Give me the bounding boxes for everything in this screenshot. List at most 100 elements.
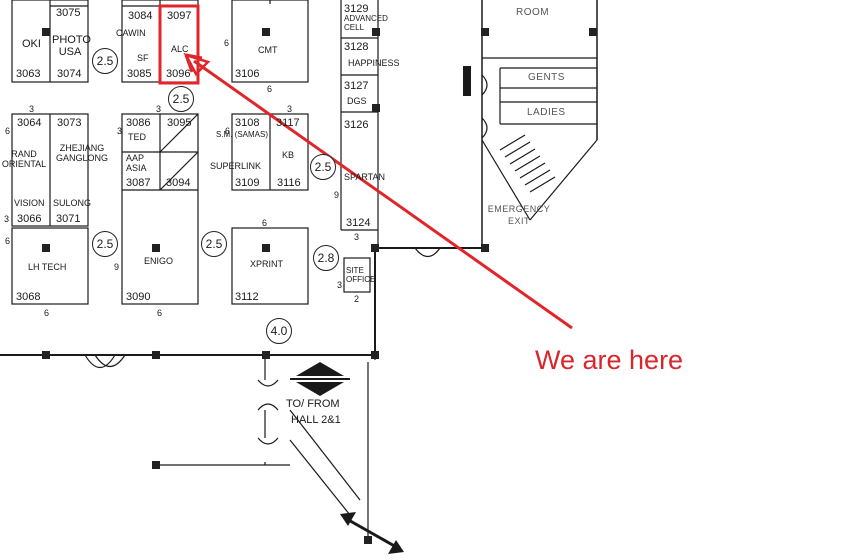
booth-number: 3127 <box>344 80 369 92</box>
pillar <box>372 28 380 36</box>
pillar <box>262 244 270 252</box>
room-label: ROOM <box>516 7 550 18</box>
booth-name: VISION <box>14 198 45 208</box>
aisle-width-marker: 2.5 <box>92 48 118 74</box>
pillar <box>372 104 380 112</box>
pillar <box>371 244 379 252</box>
booth-name: SF <box>137 53 149 63</box>
entrance-arrow-down <box>296 382 344 396</box>
booth-number: 3117 <box>276 117 300 129</box>
booth-block-3068 <box>11 227 89 305</box>
aisle-width-marker: 2.5 <box>92 231 118 257</box>
booth-number: 3116 <box>277 177 301 189</box>
booth-number: 3066 <box>17 213 42 225</box>
booth-name: RAND ORIENTAL <box>1 149 47 169</box>
booth-number: 3095 <box>167 117 192 129</box>
booth-number: 3074 <box>57 68 82 80</box>
aisle-width-marker: 4.0 <box>266 318 292 344</box>
aisle-width-marker: 2.5 <box>201 231 227 257</box>
aisle-width-marker: 2.5 <box>310 154 336 180</box>
booth-number: 3084 <box>128 10 153 22</box>
pillar <box>152 244 160 252</box>
booth-number: 3129 <box>344 3 369 15</box>
dimension-label: 9 <box>334 190 340 200</box>
dimension-label: 3 <box>156 104 162 114</box>
pillar <box>42 28 50 36</box>
booth-number: 3071 <box>56 213 81 225</box>
booth-name: XPRINT <box>250 259 284 269</box>
site-office <box>343 257 371 293</box>
highlighted-booth <box>158 4 200 85</box>
pillar <box>262 351 270 359</box>
booth-name: AAP ASIA <box>126 153 147 173</box>
location-arrow <box>193 59 573 330</box>
dimension-label: 6 <box>224 38 230 48</box>
booth-number: 3073 <box>57 117 82 129</box>
dimension-label: 6 <box>44 308 50 318</box>
booth-number: 3097 <box>167 10 192 22</box>
booth-name: ADVANCED CELL <box>344 14 388 32</box>
booth-number: 3064 <box>17 117 42 129</box>
booth-name: KB <box>282 150 295 160</box>
booth-number: 3068 <box>16 291 41 303</box>
dimension-label: 3 <box>29 104 35 114</box>
booth-number: 3087 <box>126 177 151 189</box>
pillar <box>42 351 50 359</box>
pillar <box>481 28 489 36</box>
booth-number: 3112 <box>235 291 259 303</box>
exit-arrow-right <box>388 540 404 554</box>
booth-name: SULONG <box>53 198 92 208</box>
emergency-exit-label: EMERGENCY EXIT <box>487 204 551 226</box>
booth-name: LH TECH <box>28 262 67 272</box>
entrance-label: HALL 2&1 <box>291 414 341 426</box>
booth-block-3112 <box>231 227 309 305</box>
aisle-width-marker: 2.8 <box>313 245 339 271</box>
booth-name: SPARTAN <box>344 172 386 182</box>
pillar <box>364 536 372 544</box>
booth-name: PHOTO USA <box>52 34 91 58</box>
booth-name: ZHEJIANG GANGLONG <box>55 143 108 163</box>
entrance-arrow-up <box>296 362 344 376</box>
booth-number: 3108 <box>235 117 260 129</box>
pillar <box>152 461 160 469</box>
booth-name: CMT <box>258 45 278 55</box>
entrance-label: TO/ FROM <box>286 398 340 410</box>
dimension-label: 6 <box>225 126 231 136</box>
booth-name: SUPERLINK <box>210 161 262 171</box>
dimension-label: 3 <box>287 104 293 114</box>
booth-name: DGS <box>347 96 367 106</box>
booth-name: ENIGO <box>144 256 174 266</box>
pillar <box>589 28 597 36</box>
booth-number: 3126 <box>344 119 369 131</box>
booth-name: HAPPINESS <box>348 58 400 68</box>
booth-number: 3085 <box>127 68 152 80</box>
booth-name: OKI <box>22 38 41 50</box>
dimension-label: 3 <box>117 126 123 136</box>
aisle-width-marker: 2.5 <box>168 86 194 112</box>
booth-number: 3086 <box>126 117 151 129</box>
site-office-label: SITE OFFICE <box>346 266 376 284</box>
booth-number: 3124 <box>346 217 371 229</box>
you-are-here-label: We are here <box>535 345 684 375</box>
booth-name: S.M. (SAMAS) <box>216 130 269 139</box>
dimension-label: 6 <box>262 218 268 228</box>
booth-number: 3128 <box>344 41 369 53</box>
gents-label: GENTS <box>528 72 565 83</box>
dimension-label: 3 <box>354 232 360 242</box>
booth-name: TED <box>128 132 146 142</box>
pillar <box>262 28 270 36</box>
booth-name: ALC <box>171 44 189 54</box>
booth-number: 3075 <box>56 7 81 19</box>
booth-block-3106 <box>231 0 309 83</box>
booth-name: CAWIN <box>116 28 146 38</box>
booth-number: 3094 <box>166 177 191 189</box>
pillar <box>152 351 160 359</box>
exit-arrow-left <box>340 512 356 526</box>
dimension-label: 6 <box>157 308 163 318</box>
booth-number: 3096 <box>166 68 191 80</box>
dimension-label: 3 <box>337 280 343 290</box>
dimension-label: 6 <box>267 84 273 94</box>
booth-number: 3109 <box>235 177 260 189</box>
dimension-label: 3 <box>4 214 10 224</box>
